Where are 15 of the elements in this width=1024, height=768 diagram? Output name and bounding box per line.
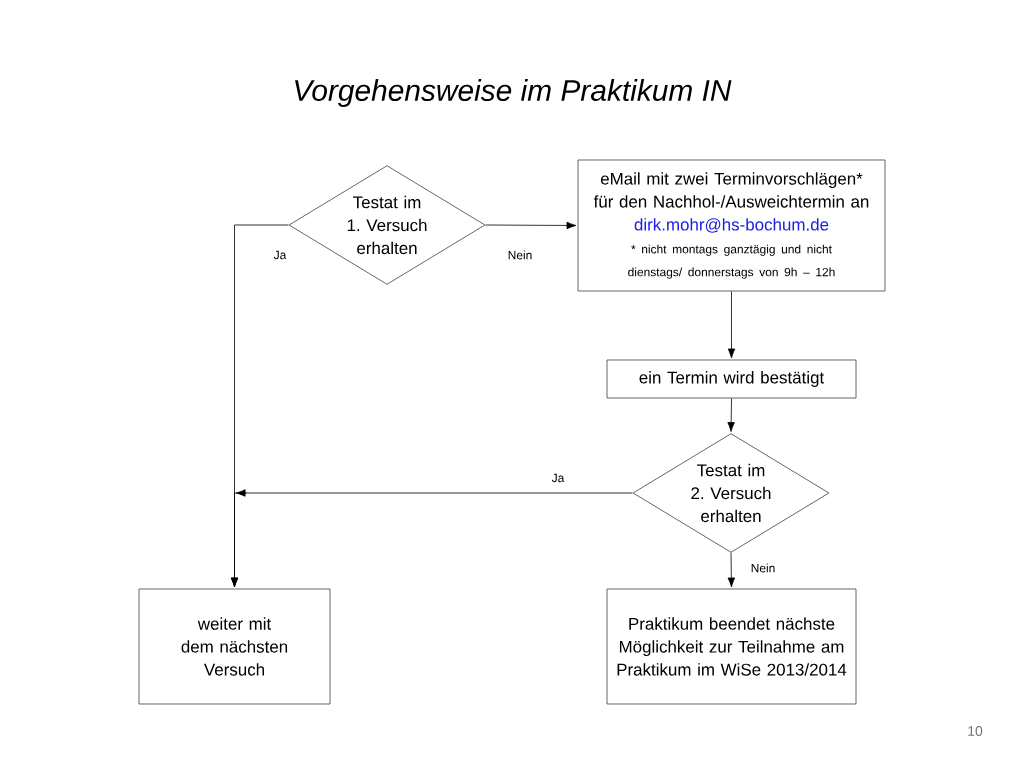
process-box: ein Termin wird bestätigt [606, 359, 857, 399]
process-box: weiter mit dem nächsten Versuch [138, 588, 331, 705]
arrow [485, 221, 577, 230]
edge-label: Nein [751, 563, 775, 573]
arrow [727, 398, 735, 432]
edge-label: Nein [508, 250, 532, 260]
process-box: Praktikum beendet nächste Möglichkeit zur Teilnahme am Praktikum im WiSe 2013/2014 [606, 588, 857, 705]
arrow [727, 552, 736, 588]
arrow [727, 291, 736, 359]
arrow [230, 489, 633, 588]
edge-label: Ja [551, 473, 565, 483]
process-box: eMail mit zwei Terminvorschlägen* für den Nachhol-/Ausweichtermin an dirk.mohr@hs-bochum.de * nicht montags ganztägig und nicht dienstags/ donnerstags von 9h – 12h [577, 159, 886, 292]
edge-label: Ja [273, 250, 287, 260]
slide-title: Vorgehensweise im Praktikum IN [295, 79, 732, 107]
page-number: 10 [968, 726, 983, 736]
